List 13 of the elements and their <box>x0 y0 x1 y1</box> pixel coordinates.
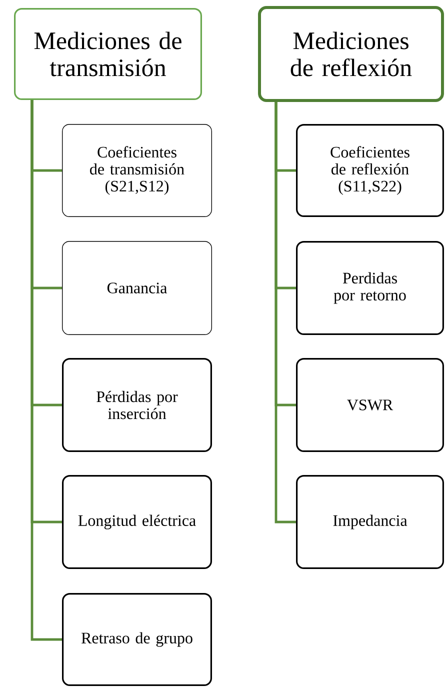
connector-line <box>274 102 296 524</box>
item-box: Impedancia <box>296 475 444 569</box>
item-box: Retraso de grupo <box>62 593 212 686</box>
connector-line <box>30 100 62 641</box>
item-box: Ganancia <box>62 241 212 335</box>
item-box: Perdidas por retorno <box>296 241 444 335</box>
header-box: Mediciones de transmisión <box>14 8 202 100</box>
item-box: Pérdidas por inserción <box>62 358 212 452</box>
item-box: Longitud eléctrica <box>62 475 212 569</box>
item-box: Coeficientes de transmisión (S21,S12) <box>62 124 212 217</box>
item-box: Coeficientes de reflexión (S11,S22) <box>296 124 444 217</box>
item-box: VSWR <box>296 358 444 452</box>
header-box: Mediciones de reflexión <box>258 6 444 102</box>
